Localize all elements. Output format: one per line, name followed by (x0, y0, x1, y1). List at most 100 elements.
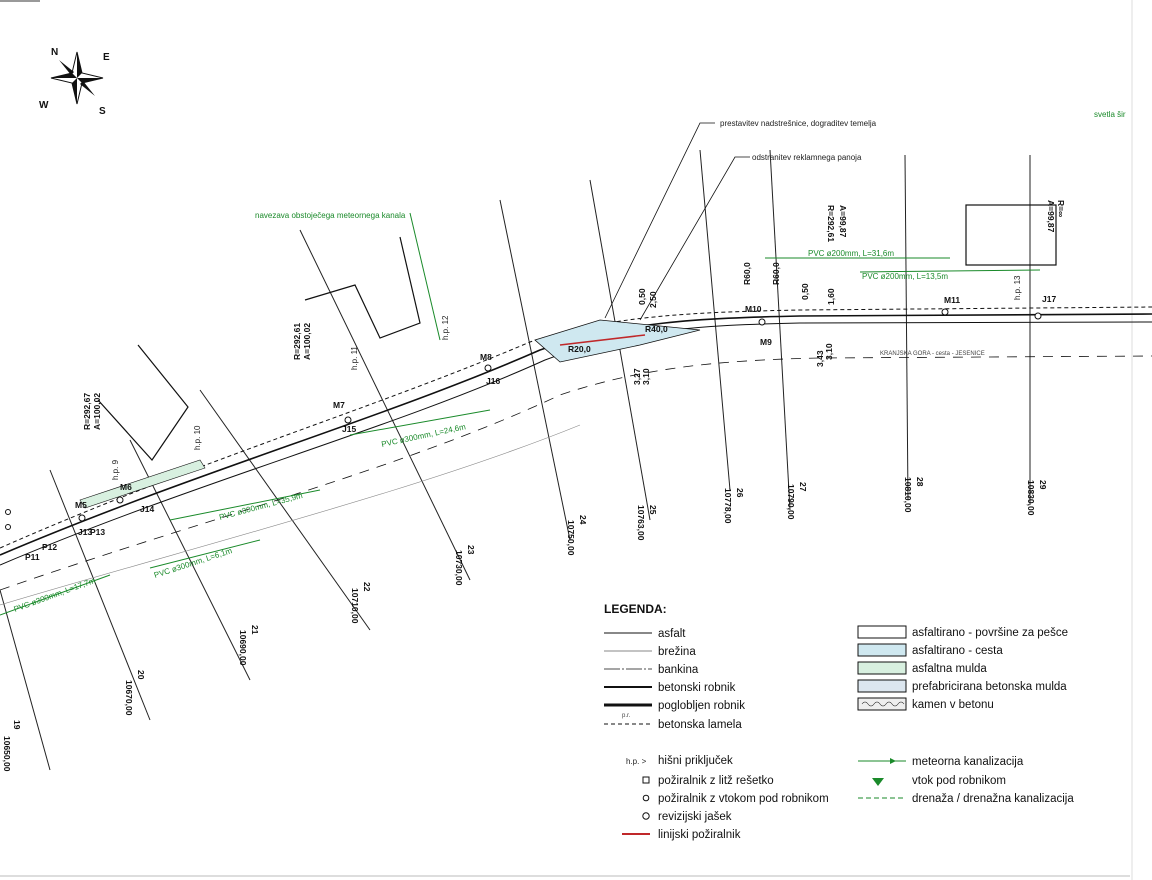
legend-sym-right-0: meteorna kanalizacija (912, 756, 1024, 768)
legend-sym-right-1: vtok pod robnikom (912, 775, 1006, 787)
curve-c3a: A=99,87 (1046, 200, 1056, 233)
station-23-num: 23 (466, 545, 476, 555)
compass-e: E (103, 52, 110, 63)
manhole-m11: M11 (944, 295, 960, 305)
legend-sym-0: hišni priključek (658, 755, 733, 767)
pipe-label-4: PVC ø300mm, L=35,9m (218, 491, 304, 522)
manhole-j14: J14 (140, 504, 154, 514)
station-29-km: 10830,00 (1026, 480, 1036, 516)
compass-rose-icon: N E S W (39, 47, 110, 117)
pipe-label-1: PVC ø200mm, L=31,6m (808, 249, 894, 258)
dim-050a: 0,50 (637, 288, 647, 305)
station-labels: 19 10650,00 20 10670,00 21 10690,00 22 1… (2, 477, 1048, 772)
compass-s: S (99, 106, 106, 117)
compass-w: W (39, 100, 49, 111)
manhole-m5: M5 (75, 500, 87, 510)
callout-storm: navezava obstoječega meteornega kanala (255, 211, 406, 220)
manhole-p11: P11 (25, 552, 40, 562)
manhole-j15: J15 (342, 424, 356, 434)
legend-fill-0: asfaltirano - površine za pešce (912, 627, 1068, 639)
station-27-num: 27 (798, 482, 808, 492)
station-19-km: 10650,00 (2, 736, 12, 772)
station-19-num: 19 (12, 720, 22, 730)
curve-c2: A=99,87 (838, 205, 848, 238)
legend-line-4: poglobljen robnik (658, 700, 745, 712)
legend-fill-1: asfaltirano - cesta (912, 645, 1003, 657)
legend-fill-4: kamen v betonu (912, 699, 994, 711)
curve-c4: A=100,02 (92, 393, 102, 430)
station-28-num: 28 (915, 477, 925, 487)
storm-sewer-lines (0, 212, 1041, 616)
legend: LEGENDA: p.r. asfalt brežina bankina bet… (604, 602, 1074, 841)
legend-line-3: betonski robnik (658, 682, 736, 694)
callout-roof: prestavitev nadstrešnice, dograditev tem… (720, 119, 877, 128)
dim-r60b: R60,0 (771, 262, 781, 285)
manhole-m10: M10 (745, 304, 762, 314)
hp-9: h.p. 9 (111, 459, 120, 480)
legend-hp-prefix: h.p. > (626, 757, 647, 766)
manhole-m8: M8 (480, 352, 492, 362)
station-29-num: 29 (1038, 480, 1048, 490)
manhole-j17: J17 (1042, 294, 1056, 304)
dim-250: 2,50 (648, 291, 658, 308)
dim-160: 1,60 (826, 288, 836, 305)
station-28-km: 10810,00 (903, 477, 913, 513)
manholes (5, 308, 1042, 530)
curve-c2r: R=292,61 (826, 205, 836, 242)
legend-line-0: asfalt (658, 628, 686, 640)
buildings (97, 204, 1057, 461)
legend-sym-right-2: drenaža / drenažna kanalizacija (912, 793, 1074, 805)
station-26-num: 26 (735, 488, 745, 498)
asphalt-mulda (79, 459, 206, 509)
hp-12: h.p. 12 (441, 315, 450, 340)
station-25-km: 10763,00 (636, 505, 646, 541)
manhole-p12: P12 (42, 542, 57, 552)
legend-line-5: betonska lamela (658, 719, 742, 731)
manhole-j13: J13 (78, 527, 92, 537)
station-26-km: 10778,00 (723, 488, 733, 524)
legend-sym-4: linijski požiralnik (658, 829, 741, 841)
concrete-mulda (534, 319, 701, 363)
callout-leaders (604, 122, 750, 321)
radius-r40: R40,0 (645, 324, 668, 334)
legend-sym-2: požiralnik z vtokom pod robnikom (658, 793, 829, 805)
manhole-p13: P13 (90, 527, 105, 537)
station-22-km: 10710,00 (350, 588, 360, 624)
station-22-num: 22 (362, 582, 372, 592)
legend-line-1: brežina (658, 646, 696, 658)
manhole-m7: M7 (333, 400, 345, 410)
station-21-num: 21 (250, 625, 260, 635)
legend-title: LEGENDA: (604, 602, 667, 616)
curve-c3: R=∞ (1056, 200, 1066, 217)
station-23-km: 10730,00 (454, 550, 464, 586)
dim-343: 3,43 (815, 350, 825, 367)
dim-327: 3,27 (632, 368, 642, 385)
manhole-m6: M6 (120, 482, 132, 492)
station-24-num: 24 (578, 515, 588, 525)
road-edges (0, 306, 1152, 606)
line-drain (559, 334, 646, 346)
station-20-km: 10670,00 (124, 680, 134, 716)
callout-top-right: svetla šir (1094, 110, 1126, 119)
station-24-km: 10750,00 (566, 520, 576, 556)
curve-c1: A=100,02 (302, 323, 312, 360)
legend-fill-3: prefabricirana betonska mulda (912, 681, 1067, 693)
legend-fill-2: asfaltna mulda (912, 663, 987, 675)
curve-c1r: R=292,61 (292, 323, 302, 360)
dim-050b: 0,50 (800, 283, 810, 300)
inlet-icon (872, 778, 884, 786)
road-name: KRANJSKA GORA - cesta - JESENICE (880, 351, 985, 357)
station-21-km: 10690,00 (238, 630, 248, 666)
hp-11: h.p. 11 (350, 346, 359, 370)
dim-310b: 3,10 (824, 343, 834, 360)
legend-sym-1: požiralnik z litž rešetko (658, 775, 774, 787)
dim-r60a: R60,0 (742, 262, 752, 285)
legend-pr: p.r. (622, 713, 631, 719)
station-20-num: 20 (136, 670, 146, 680)
compass-n: N (51, 47, 58, 58)
curve-c4r: R=292,67 (82, 393, 92, 430)
legend-sym-3: revizijski jašek (658, 811, 732, 823)
station-lines (0, 149, 1031, 771)
station-27-km: 10790,00 (786, 484, 796, 520)
